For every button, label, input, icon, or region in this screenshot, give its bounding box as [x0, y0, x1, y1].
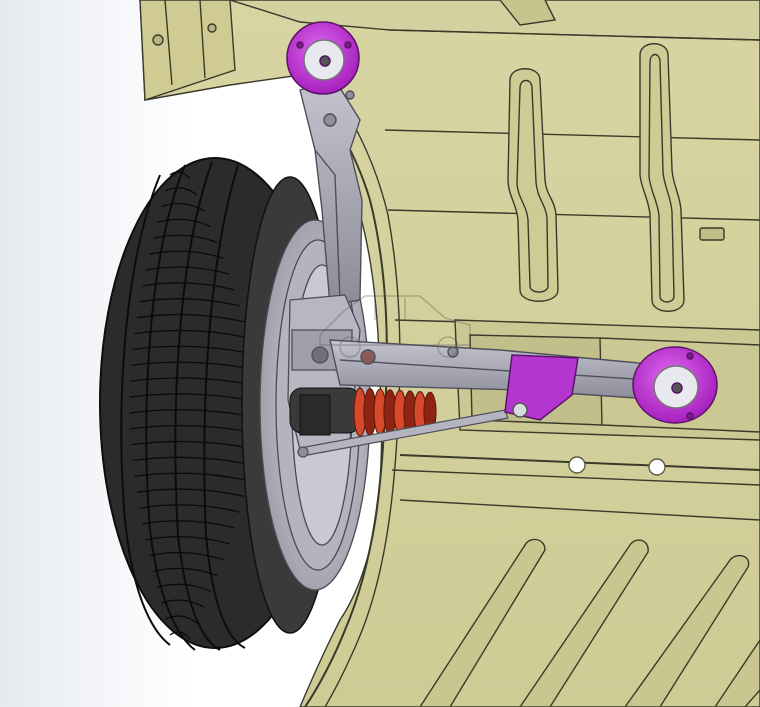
tread-block — [161, 599, 205, 608]
car-watermark-icon — [319, 295, 471, 358]
tread-block — [142, 282, 235, 291]
tread-block — [132, 456, 251, 466]
tread-block — [136, 488, 244, 497]
tread-block — [131, 361, 253, 370]
coil-spring — [289, 387, 437, 437]
tread-block — [149, 551, 224, 561]
tread-block — [134, 472, 248, 482]
tread-block — [161, 202, 205, 212]
tread-block — [165, 615, 198, 624]
tread-block — [153, 234, 218, 244]
tie-rod — [297, 409, 509, 458]
tread-block — [165, 187, 198, 196]
lower-control-arm — [329, 339, 666, 401]
tread-block — [169, 631, 191, 640]
tread-block — [130, 377, 255, 386]
tread-block — [131, 440, 253, 450]
tread-block — [134, 329, 248, 339]
tread-block — [129, 393, 256, 402]
arm-bracket — [504, 354, 579, 421]
inner-bushing-icon — [632, 346, 718, 424]
tread-block — [130, 424, 255, 434]
tread-block — [153, 567, 218, 577]
upper-bushing-icon — [286, 21, 360, 95]
tread-block — [132, 345, 251, 355]
tread-block — [157, 218, 212, 228]
tread-block — [145, 535, 230, 545]
tread-block — [139, 504, 240, 513]
tread-block — [149, 250, 224, 259]
tread-block — [157, 583, 212, 593]
tread-block — [169, 171, 191, 180]
tread-block — [129, 409, 256, 418]
tread-block — [139, 298, 240, 307]
tread-block — [142, 520, 235, 529]
upper-arm — [299, 79, 363, 306]
tread-block — [136, 313, 244, 323]
tread-block — [145, 266, 230, 275]
